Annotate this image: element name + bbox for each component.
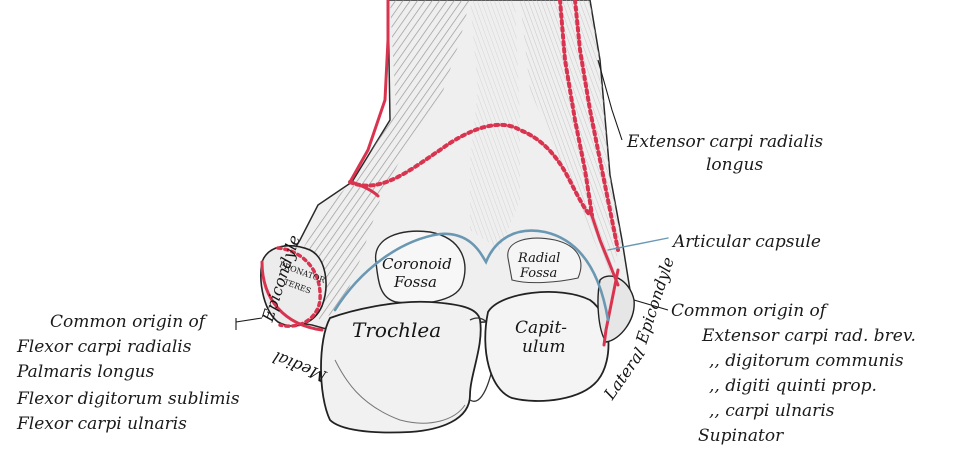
label-medial-common-origin: Common origin of: [50, 312, 206, 332]
trochlea-underside-shading: [334, 359, 466, 424]
label-supinator: Supinator: [698, 426, 784, 446]
lateral-common-origin-line: [602, 268, 620, 347]
label-trochlea: Trochlea: [352, 318, 442, 342]
brachialis-origin-dotted: [348, 122, 592, 217]
label-carpi-ulnaris: ,, carpi ulnaris: [709, 401, 835, 421]
label-flexor-carpi-ulnaris: Flexor carpi ulnaris: [17, 414, 187, 434]
lateral-shaft-hatching: [520, 0, 622, 280]
label-digiti-quinti-prop: ,, digiti quinti prop.: [709, 376, 877, 396]
label-extensor-carpi-radialis-longus-1: Extensor carpi radialis: [627, 132, 824, 152]
label-digitorum-communis: ,, digitorum communis: [709, 351, 904, 371]
pronator-teres-dotted: [276, 246, 322, 328]
label-ulum: ulum: [522, 337, 566, 357]
label-flexor-digitorum-sublimis: Flexor digitorum sublimis: [17, 389, 240, 409]
label-extensor-carpi-radialis-longus-2: longus: [706, 155, 764, 175]
label-radial-fossa: Fossa: [520, 266, 558, 281]
label-capit: Capit-: [515, 318, 568, 338]
leader-lines: [235, 59, 669, 330]
label-articular-capsule: Articular capsule: [673, 232, 821, 252]
muscle-origin-lines: [260, 0, 620, 347]
label-flexor-carpi-radialis: Flexor carpi radialis: [17, 337, 192, 357]
label-lateral-common-origin: Common origin of: [671, 301, 827, 321]
radial-fossa-outline: [507, 237, 582, 284]
leader-medial-common: [235, 317, 263, 323]
label-coronoid: Coronoid: [382, 255, 452, 273]
extensor-longus-dotted: [558, 0, 594, 217]
medial-common-origin-line: [260, 260, 324, 332]
medial-shaft-hatching: [290, 0, 470, 320]
leader-lateral-common: [633, 299, 669, 311]
label-radial: Radial: [518, 251, 561, 266]
leader-extensor-longus: [597, 59, 623, 141]
medial-shaft-red-line: [348, 0, 390, 184]
trochlea-shape: [320, 300, 482, 434]
articular-capsule-line: [333, 229, 669, 322]
capitulum-shape: [484, 291, 610, 402]
lateral-ridge-dotted: [573, 0, 620, 252]
label-coronoid-fossa: Fossa: [394, 273, 437, 291]
label-extensor-carpi-rad-brev: Extensor carpi rad. brev.: [702, 326, 916, 346]
medial-crest-line: [350, 180, 380, 198]
label-palmaris-longus: Palmaris longus: [17, 362, 155, 382]
